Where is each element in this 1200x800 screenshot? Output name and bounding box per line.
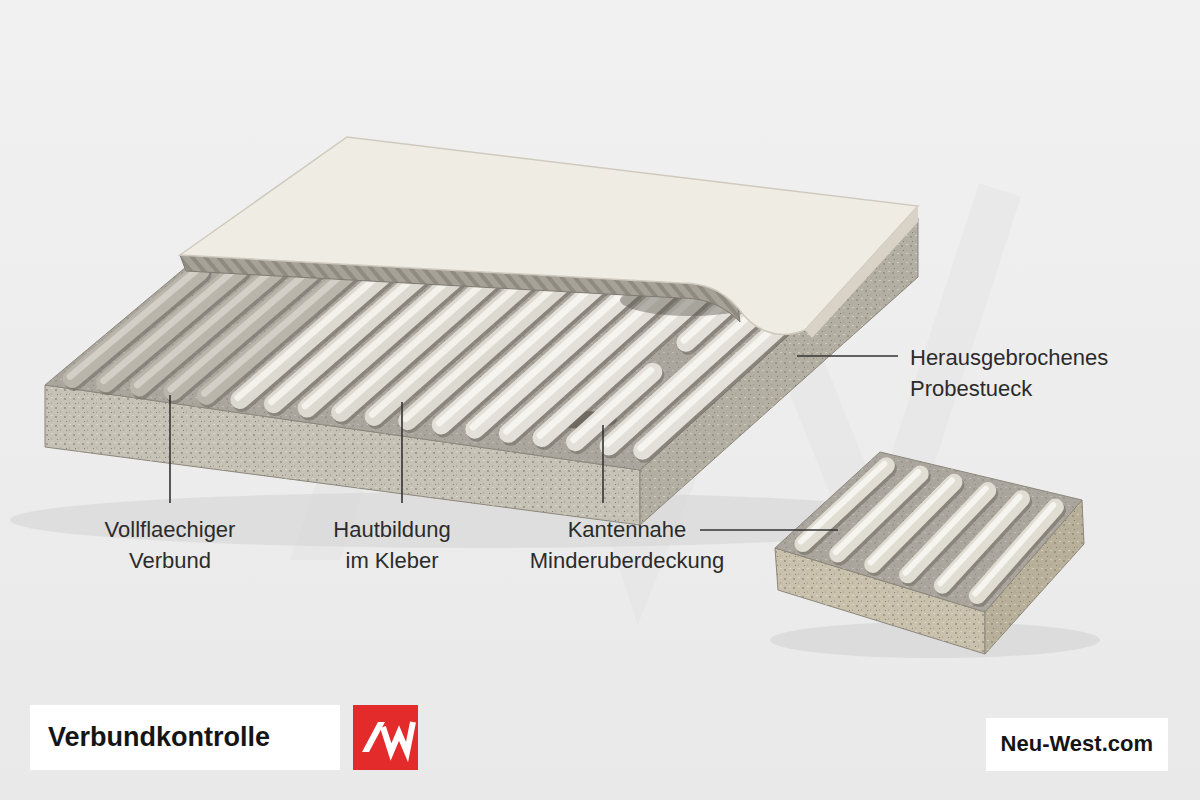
logo — [353, 705, 418, 770]
logo-mark — [383, 722, 413, 752]
callout-label: Kantennahe Minderuberdeckung — [510, 515, 745, 577]
callout-label: Vollflaechiger Verbund — [75, 515, 265, 577]
sample-ridges — [801, 464, 1057, 599]
source-credit: Neu-West.com — [986, 718, 1168, 771]
leader-line — [401, 402, 403, 503]
ridge-highlight — [975, 505, 1053, 594]
tile — [180, 137, 918, 334]
tile-edge — [805, 206, 918, 338]
leader-line — [797, 355, 898, 357]
leader-line — [700, 529, 838, 531]
title-box: Verbundkontrolle — [30, 705, 340, 770]
leader-line — [602, 425, 604, 503]
callout-label: Herausgebrochenes Probestueck — [910, 343, 1160, 405]
title: Verbundkontrolle — [48, 722, 270, 753]
callout-label: Hautbildung im Kleber — [325, 515, 460, 577]
sample-top-texture — [775, 452, 1082, 612]
sample-top — [775, 452, 1082, 612]
logo-mark — [362, 722, 385, 752]
leader-line — [169, 395, 171, 503]
leader-lines — [170, 356, 898, 530]
